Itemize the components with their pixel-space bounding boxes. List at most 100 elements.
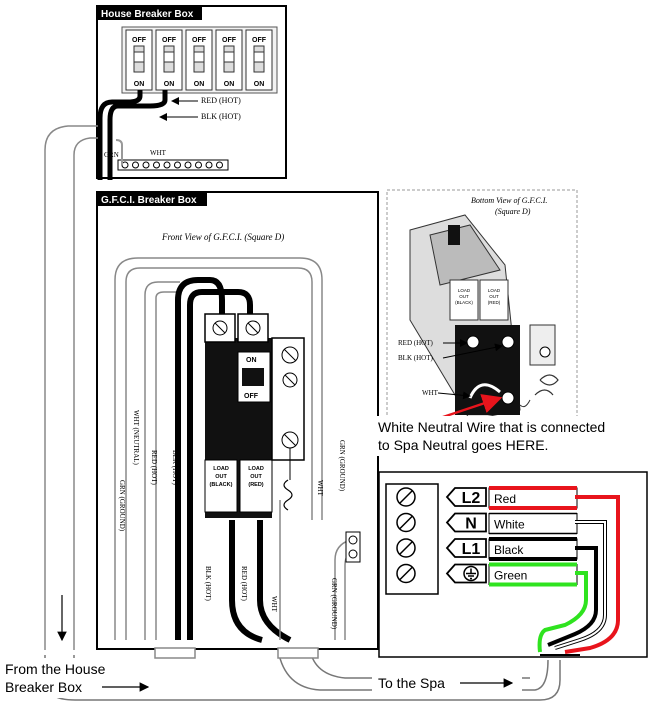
load-black-l2: OUT [215,474,227,480]
annotation-arrow-icon [439,394,503,420]
house-red-hot-label: RED (HOT) [201,96,241,105]
bv-load-b2: OUT [489,294,499,299]
house-box-title: House Breaker Box [101,9,194,20]
gfci-off-label: OFF [244,393,259,400]
spa-terminal-row: N White [396,512,578,535]
load-black-l1: LOAD [213,466,229,472]
screw-icon [396,563,416,584]
bv-load-a3: (BLACK) [455,300,473,305]
bottom-view-inset: Bottom View of G.F.C.I. (Square D) LOAD … [386,189,578,421]
bv-load-a2: OUT [459,294,469,299]
screw-icon [245,320,261,336]
wire-label-grn-ground-low: GRN (GROUND) [330,578,338,630]
breaker-off-label: OFF [222,37,237,44]
wire-label-wht-low: WHT [270,596,278,613]
wire-label-blk-hot-low: BLK (HOT) [204,566,212,601]
spa-terminal-id: N [465,516,477,533]
screw-icon [132,161,139,169]
breaker-on-label: ON [194,81,205,88]
spa-terminal-row: Green [396,562,578,587]
spa-wire-label: White [494,518,525,532]
bv-red-hot-label: RED (HOT) [398,339,433,347]
house-breakers: OFF ON OFF ON OFF ON OFF ON OFF ON [121,26,278,94]
spa-wire-label: Green [494,569,527,583]
wire-label-red-hot-low: RED (HOT) [240,566,248,601]
spa-wire-label: Black [494,543,524,557]
annotation-line2: to Spa Neutral goes HERE. [378,437,548,453]
load-red-l2: OUT [250,474,262,480]
house-breaker-switch: OFF ON [155,29,183,91]
house-hot-wires [97,90,168,180]
bv-blk-hot-label: BLK (HOT) [398,354,433,362]
screw-icon [216,161,223,169]
bv-load-a1: LOAD [458,288,471,293]
screw-icon [212,320,228,336]
spa-wire-label: Red [494,492,516,506]
load-red-l3: (RED) [248,482,263,488]
breaker-off-label: OFF [132,37,147,44]
wire-label-grn-ground-left: GRN (GROUND) [118,480,126,532]
wire-label-wht-neutral: WHT (NEUTRAL) [132,410,140,466]
wire-label-wht-right: WHT [316,480,324,497]
house-grn-label: GRN [104,151,119,159]
screw-icon [396,538,416,558]
screw-icon [142,161,150,169]
gfci-breaker: ON OFF LOAD OUT (BLACK) LOAD OUT (RED) [204,313,273,518]
house-breaker-switch: OFF ON [245,29,273,91]
screw-icon [281,431,299,449]
house-wht-label: WHT [150,149,167,157]
breaker-on-label: ON [164,81,175,88]
spa-terminal-row: L1 Black [396,537,578,561]
bv-load-b3: (RED) [488,300,501,305]
ground-lug [519,324,559,408]
gfci-hot-wires [175,277,292,643]
wire-label-grn-ground-right: GRN (GROUND) [338,440,346,492]
load-black-l3: (BLACK) [210,482,233,488]
gfci-box-title: G.F.C.I. Breaker Box [101,195,197,206]
breaker-off-label: OFF [192,37,207,44]
house-breaker-switch: OFF ON [185,29,213,91]
screw-icon [282,372,298,388]
bv-wht-label: WHT [422,389,439,397]
house-breaker-box: House Breaker Box OFFONOFFONOFFONOFFONOF… [96,5,287,180]
load-red-l1: LOAD [248,466,264,472]
bottom-view-title: Bottom View of G.F.C.I. [471,196,547,205]
wire-label-red-hot: RED (HOT) [150,450,158,485]
screw-icon [184,161,192,169]
screw-icon [195,161,202,169]
house-blk-hot-label: BLK (HOT) [201,112,241,121]
bv-load-b1: LOAD [488,288,501,293]
gfci-neutral-bar [271,337,305,640]
screw-icon [174,161,181,169]
breaker-off-label: OFF [252,37,267,44]
screw-icon [281,346,299,364]
gfci-on-label: ON [246,357,257,364]
breaker-on-label: ON [254,81,265,88]
gfci-breaker-box: G.F.C.I. Breaker Box Front View of G.F.C… [96,191,379,650]
spa-terminal-row: L2 Red [396,486,578,510]
spa-terminal-id: L2 [462,490,481,507]
screw-icon [153,161,160,169]
from-house-label-line2: Breaker Box [5,679,82,695]
breaker-off-label: OFF [162,37,177,44]
breaker-on-label: ON [224,81,235,88]
house-to-gfci-conduit [44,125,98,650]
screw-icon [396,487,416,507]
spa-terminal-id: L1 [462,541,481,558]
from-house-label-line1: From the House [5,661,106,677]
house-breaker-switch: OFF ON [125,29,153,91]
spa-cable [537,495,620,656]
to-spa-label: To the Spa [378,675,445,691]
house-breaker-switch: OFF ON [215,29,243,91]
annotation-line1: White Neutral Wire that is connected [378,419,605,435]
screw-icon [396,512,416,533]
ground-icon [463,565,479,582]
gfci-front-view-title: Front View of G.F.C.I. (Square D) [161,232,284,242]
wire-label-blk-hot: BLK (HOT) [171,450,179,485]
gfci-ground-bar [345,531,361,563]
breaker-on-label: ON [134,81,145,88]
bottom-view-subtitle: (Square D) [495,207,531,216]
screw-icon [205,161,213,169]
